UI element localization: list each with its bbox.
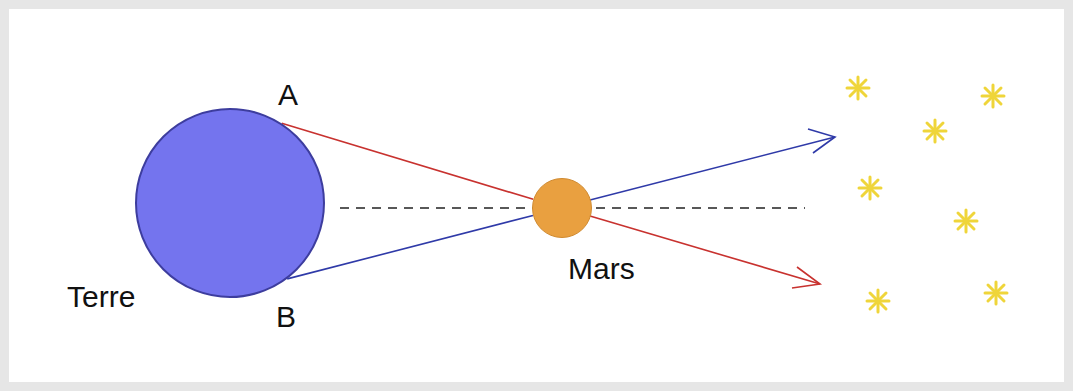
point-label: A (278, 78, 298, 111)
planet-circle: Mars (532, 178, 592, 238)
earth-circle-shape (135, 108, 325, 298)
stars (847, 77, 1007, 312)
arrow-head (808, 129, 835, 153)
node-label: Mars (568, 252, 635, 285)
planet-circle-shape (532, 178, 592, 238)
sight-line-continuation (590, 137, 835, 200)
arrow-head (792, 267, 820, 288)
point-label: B (276, 300, 296, 333)
node-label: Terre (67, 280, 135, 313)
earth-circle: Terre (135, 108, 325, 298)
sight-line (287, 215, 533, 278)
